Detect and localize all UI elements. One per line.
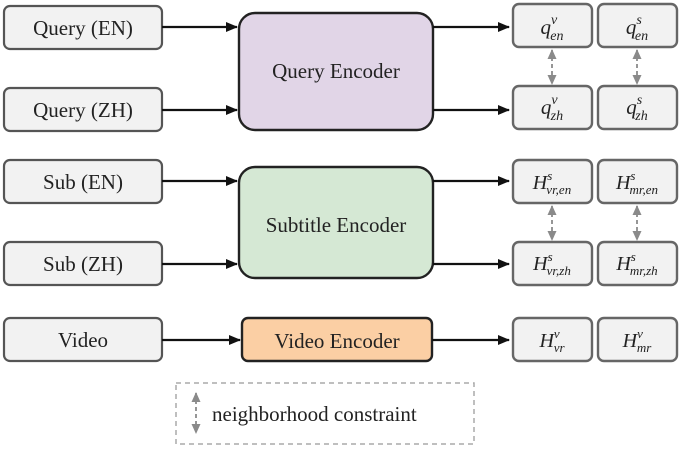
video-encoder-label: Video Encoder [274, 329, 399, 353]
legend: neighborhood constraint [175, 382, 475, 445]
subtitle-encoder-label: Subtitle Encoder [266, 213, 407, 237]
output-h-vr-v-base: H [538, 330, 555, 352]
output-h-mr-v-sup: v [637, 326, 643, 341]
output-h-mr-zh-sup: s [631, 249, 636, 264]
output-q-en-v-sup: v [551, 13, 558, 28]
input-video: Video [2, 316, 164, 363]
output-h-vr-zh-base: H [532, 253, 549, 275]
input-sub-en: Sub (EN) [2, 158, 164, 205]
output-h-mr-en-sup: s [630, 168, 635, 183]
input-query-zh-label: Query (ZH) [33, 98, 133, 122]
legend-label: neighborhood constraint [212, 402, 417, 426]
output-h-vr-zh-sup: s [548, 249, 553, 264]
output-h-mr-en-sub: mr,en [629, 182, 658, 197]
output-h-vr-en-sup: s [547, 168, 552, 183]
video-encoder: Video Encoder [240, 316, 434, 363]
input-query-zh: Query (ZH) [2, 86, 164, 133]
output-h-mr-en-base: H [615, 172, 632, 194]
input-sub-en-label: Sub (EN) [43, 170, 123, 194]
output-q-en-s-sup: s [636, 13, 642, 28]
input-sub-zh: Sub (ZH) [2, 240, 164, 287]
output-h-mr-v-base: H [622, 330, 639, 352]
output-h-vr-v-sup: v [554, 326, 560, 341]
input-video-label: Video [58, 328, 108, 352]
output-q-zh-v-base: q [541, 95, 552, 119]
input-query-en-label: Query (EN) [33, 16, 133, 40]
output-h-mr-zh-sub: mr,zh [630, 263, 658, 278]
output-h-mr-v-sub: mr [637, 340, 652, 355]
query-encoder: Query Encoder [237, 11, 435, 132]
subtitle-encoder: Subtitle Encoder [237, 165, 435, 280]
output-h-vr-zh-sub: vr,zh [547, 263, 571, 278]
output-h-vr-v-sub: vr [554, 340, 566, 355]
output-h-vr-en-sub: vr,en [546, 182, 571, 197]
output-h-mr-zh-base: H [615, 253, 632, 275]
output-q-en-s-sub: en [635, 29, 648, 44]
output-q-zh-s-base: q [626, 95, 637, 119]
output-q-zh-s-sup: s [637, 93, 643, 108]
legend-border [175, 382, 475, 445]
output-q-en-v-sub: en [550, 29, 563, 44]
input-query-en: Query (EN) [2, 4, 164, 51]
output-q-en-v-base: q [541, 15, 552, 39]
output-q-zh-v-sub: zh [550, 109, 563, 124]
output-q-zh-v-sup: v [551, 93, 558, 108]
output-h-vr-en-base: H [532, 172, 549, 194]
input-sub-zh-label: Sub (ZH) [43, 252, 123, 276]
output-q-zh-s-sub: zh [634, 109, 647, 124]
output-q-en-s-base: q [626, 15, 637, 39]
query-encoder-label: Query Encoder [272, 59, 400, 83]
